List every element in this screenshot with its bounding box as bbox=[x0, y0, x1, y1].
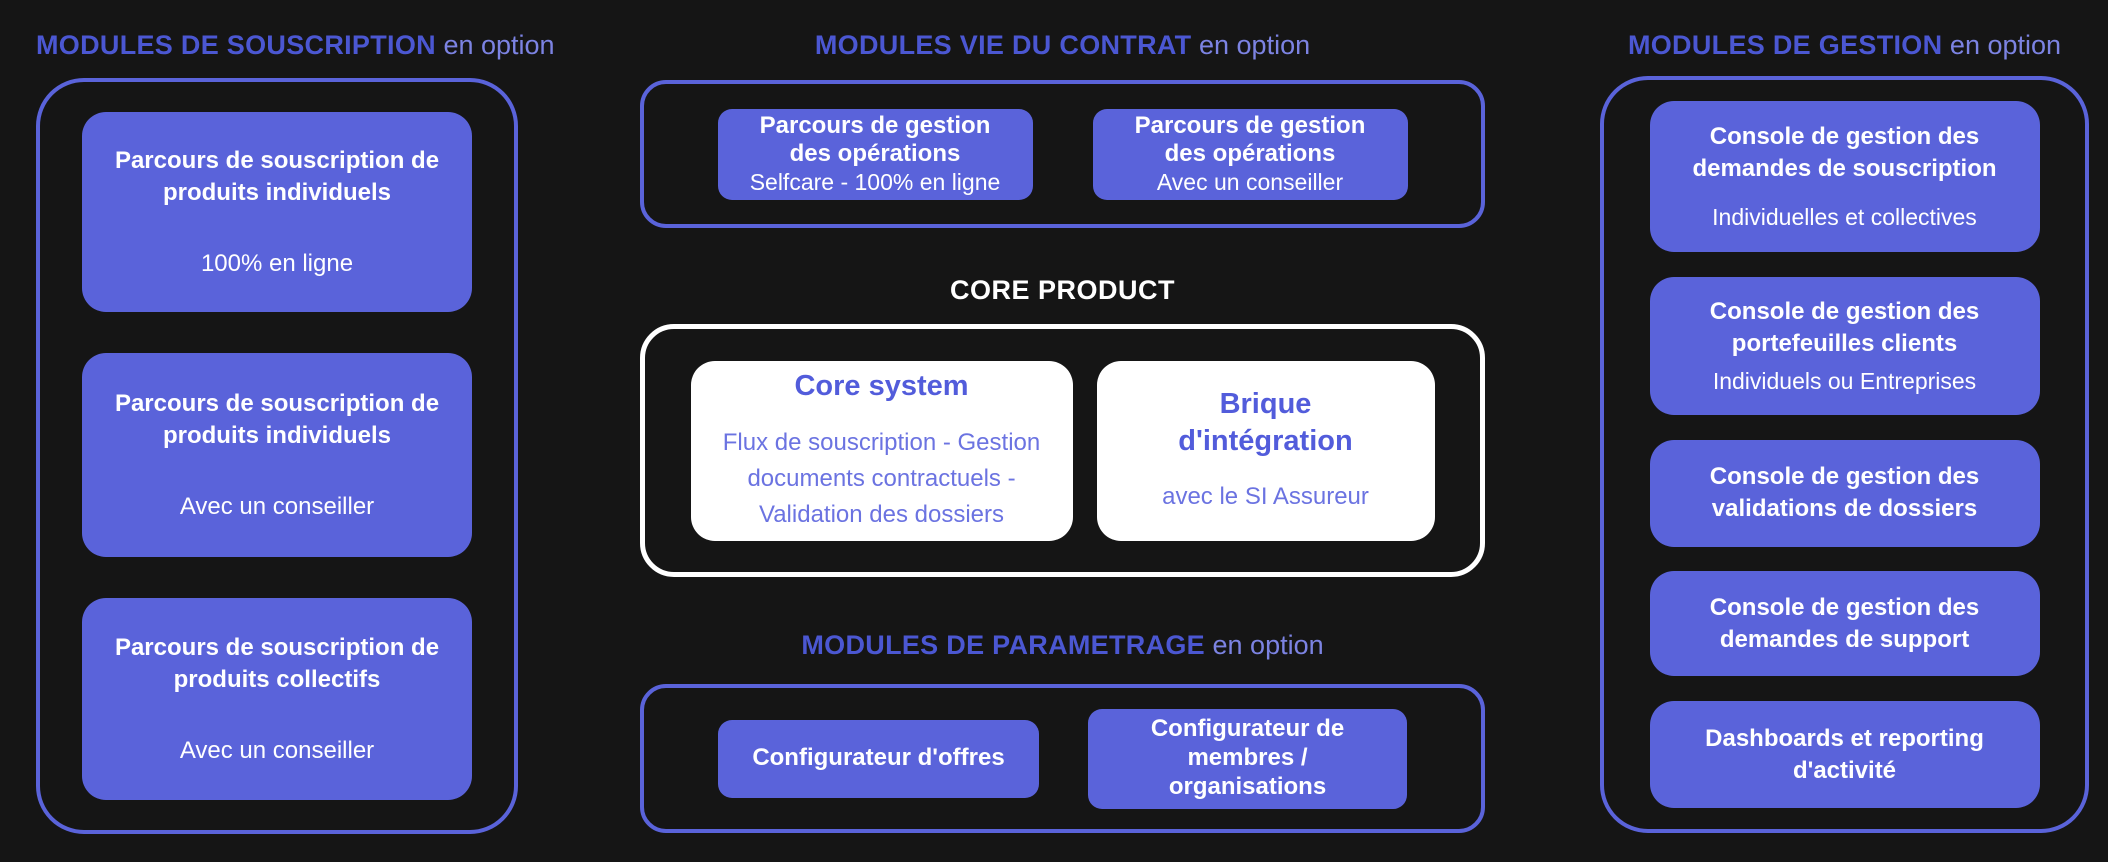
card-console-demandes-support: Console de gestion des demandes de suppo… bbox=[1649, 571, 2040, 677]
card-title: Parcours de gestion des opérations bbox=[759, 111, 991, 167]
gestion-frame: Console de gestion des demandes de sousc… bbox=[1600, 76, 2089, 833]
section-header-gestion: MODULES DE GESTION en option bbox=[1600, 30, 2089, 61]
parametrage-frame: Configurateur d'offres Configurateur de … bbox=[640, 684, 1485, 833]
section-header-souscription: MODULES DE SOUSCRIPTION en option bbox=[36, 30, 555, 61]
card-subtitle: Avec un conseiller bbox=[179, 737, 375, 765]
card-subtitle: avec le SI Assureur bbox=[1162, 482, 1369, 510]
card-title: Brique d'intégration bbox=[1178, 388, 1353, 457]
card-dashboards-reporting: Dashboards et reporting d'activité bbox=[1649, 701, 2040, 808]
section-title: MODULES DE PARAMETRAGE bbox=[801, 630, 1205, 660]
section-title: MODULES VIE DU CONTRAT bbox=[814, 30, 1192, 60]
card-subtitle: Avec un conseiller bbox=[179, 493, 375, 521]
card-title: Configurateur de membres / organisations bbox=[1150, 715, 1345, 800]
card-title: Console de gestion des demandes de sousc… bbox=[1692, 123, 1997, 182]
vie-du-contrat-frame: Parcours de gestion des opérations Selfc… bbox=[640, 80, 1485, 228]
card-configurateur-membres: Configurateur de membres / organisations bbox=[1088, 708, 1407, 809]
card-title: Parcours de souscription de produits ind… bbox=[114, 146, 440, 206]
card-subtitle: Flux de souscription - Gestion documents… bbox=[722, 428, 1041, 528]
card-title: Console de gestion des demandes de suppo… bbox=[1709, 594, 1980, 653]
section-title: MODULES DE GESTION bbox=[1627, 30, 1943, 60]
card-subtitle: Individuels ou Entreprises bbox=[1712, 367, 1977, 394]
card-title: Configurateur d'offres bbox=[752, 744, 1005, 772]
section-header-parametrage: MODULES DE PARAMETRAGE en option bbox=[640, 630, 1485, 661]
section-title: MODULES DE SOUSCRIPTION bbox=[36, 30, 436, 60]
core-product-label: CORE PRODUCT bbox=[949, 275, 1175, 305]
section-subtitle: en option bbox=[1949, 30, 2062, 60]
card-configurateur-offres: Configurateur d'offres bbox=[718, 719, 1039, 798]
card-console-portefeuilles-clients: Console de gestion des portefeuilles cli… bbox=[1649, 276, 2040, 415]
card-title: Parcours de gestion des opérations bbox=[1134, 111, 1366, 167]
card-title: Dashboards et reporting d'activité bbox=[1705, 724, 1984, 784]
card-souscription-individuels-conseiller: Parcours de souscription de produits ind… bbox=[82, 353, 472, 557]
card-core-system: Core system Flux de souscription - Gesti… bbox=[690, 360, 1073, 541]
section-subtitle: en option bbox=[1212, 630, 1324, 660]
section-subtitle: en option bbox=[443, 30, 555, 60]
card-title: Parcours de souscription de produits col… bbox=[114, 633, 440, 693]
card-title: Console de gestion des validations de do… bbox=[1709, 463, 1980, 522]
card-title: Parcours de souscription de produits ind… bbox=[114, 389, 440, 449]
card-gestion-operations-conseiller: Parcours de gestion des opérations Avec … bbox=[1092, 108, 1408, 200]
section-souscription: MODULES DE SOUSCRIPTION en option Parcou… bbox=[36, 0, 555, 862]
card-souscription-individuels-en-ligne: Parcours de souscription de produits ind… bbox=[82, 112, 472, 312]
card-souscription-collectifs-conseiller: Parcours de souscription de produits col… bbox=[82, 598, 472, 800]
card-subtitle: 100% en ligne bbox=[200, 250, 354, 278]
card-console-demandes-souscription: Console de gestion des demandes de sousc… bbox=[1649, 101, 2040, 252]
souscription-frame: Parcours de souscription de produits ind… bbox=[36, 78, 518, 834]
section-header-vie-du-contrat: MODULES VIE DU CONTRAT en option bbox=[640, 30, 1485, 61]
card-brique-integration: Brique d'intégration avec le SI Assureur bbox=[1096, 360, 1435, 541]
card-title: Core system bbox=[794, 370, 969, 403]
card-subtitle: Individuelles et collectives bbox=[1712, 204, 1977, 231]
card-gestion-operations-selfcare: Parcours de gestion des opérations Selfc… bbox=[717, 108, 1033, 200]
section-middle: MODULES VIE DU CONTRAT en option Parcour… bbox=[640, 0, 1485, 862]
card-console-validations-dossiers: Console de gestion des validations de do… bbox=[1649, 439, 2040, 547]
section-gestion: MODULES DE GESTION en option Console de … bbox=[1600, 0, 2089, 862]
card-subtitle: Selfcare - 100% en ligne bbox=[749, 168, 1001, 195]
card-title: Console de gestion des portefeuilles cli… bbox=[1709, 298, 1980, 357]
section-subtitle: en option bbox=[1199, 30, 1311, 60]
card-subtitle: Avec un conseiller bbox=[1156, 168, 1344, 195]
core-product-frame: Core system Flux de souscription - Gesti… bbox=[640, 324, 1485, 577]
